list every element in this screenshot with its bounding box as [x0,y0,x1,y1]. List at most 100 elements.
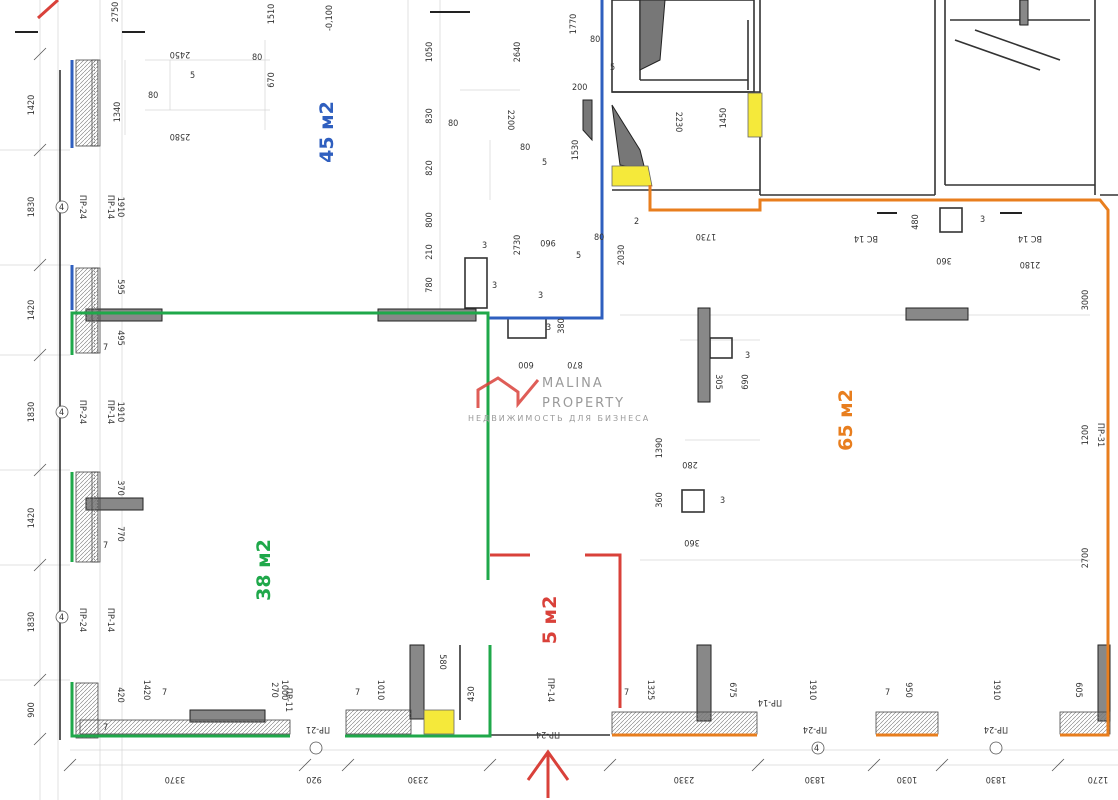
dim-text: 3000 [1081,290,1091,311]
dim-text: 1420 [27,300,37,321]
dim-text: 210 [425,244,435,259]
dim-text: 1325 [645,680,655,701]
malina-logo: MALINA PROPERTY НЕДВИЖИМОСТЬ ДЛЯ БИЗНЕСА [468,376,648,423]
mark-text: 80 [594,233,604,243]
dim-text: 820 [425,160,435,175]
dim-text: 360 [936,255,951,265]
mark-text: 5 [576,251,581,261]
axis-labels: ПР-24 ПР-14 ПР-24 ПР-14 ПР-24 ПР-14 ПР-2… [77,195,1105,739]
dim-text: 370 [115,480,125,495]
dim-text: 1910 [807,680,817,701]
dim-text: 960 [540,237,555,247]
bottom-ticks [63,758,1065,772]
entry-arrow-icon [526,749,570,798]
dim-text: 1420 [27,95,37,116]
dim-text: 675 [727,682,737,697]
dim-text: 1510 [267,4,277,25]
dim-text: 670 [267,72,277,87]
dim-text: 600 [518,359,533,369]
mark-text: 4 [59,408,64,418]
logo-name-line1: MALINA [542,376,604,391]
dim-text: 3370 [165,774,186,784]
dim-text: 1910 [115,402,125,423]
mark-text: 7 [885,688,890,698]
axis-label: ПР-24 [536,729,560,739]
axis-label: ПР-24 [77,608,87,632]
mark-text: 3 [546,323,551,333]
room-38-outline [70,311,492,738]
axis-label: ПР-24 [984,724,1008,734]
dim-text: 1200 [1081,425,1091,446]
logo-name-line2: PROPERTY [542,396,625,411]
mark-text: 7 [103,343,108,353]
area-label-5: 5 м2 [539,596,561,645]
axis-label: ВС 14 [1018,233,1042,243]
dim-text: 2330 [674,774,695,784]
dim-text: 1340 [113,102,123,123]
axis-label: ПР-24 [77,195,87,219]
mark-text: 200 [572,83,587,93]
mark-text: 80 [148,91,158,101]
dim-text: 580 [437,654,447,669]
logo-mark-icon [476,376,540,409]
mark-text: 3 [745,351,750,361]
dim-text: 2700 [1081,548,1091,569]
dim-text: 1530 [571,140,581,161]
left-dimensions: 1420 1830 1420 1830 1420 1830 900 [27,95,37,718]
dim-text: 1830 [986,774,1007,784]
dim-text: 1830 [27,402,37,423]
dim-text: 280 [682,459,697,469]
mark-text: 3 [538,291,543,301]
dim-text: 595 [115,279,125,294]
wall-fills [85,0,1111,723]
bottom-dimensions: 3370 920 2330 2330 1830 1030 1830 1270 [165,774,1109,784]
dim-text: 1000 [279,680,289,701]
dim-text: 2230 [673,112,683,133]
axis-label: ПР-14 [105,608,115,632]
dim-text: 950 [903,682,913,697]
mark-text: 5 [610,63,615,73]
dim-text: 1830 [27,197,37,218]
mark-text: 3 [482,241,487,251]
room-45-outline [70,0,604,320]
dim-text: 1420 [27,508,37,529]
mark-text: 7 [624,688,629,698]
dim-text: 1010 [375,680,385,701]
room-65-outline [612,185,1110,737]
mark-text: 80 [520,143,530,153]
dim-text: 1730 [696,231,717,241]
mark-text: 3 [720,496,725,506]
axis-label: ПР-24 [803,724,827,734]
axis-label: ПР-21 [306,724,330,734]
dim-text: 2730 [513,235,523,256]
small-marks: 5 5 5 5 3 3 3 3 3 3 3 80 80 80 80 80 80 … [59,35,985,754]
dim-text: 305 [713,374,723,389]
mark-text: 2 [634,217,639,227]
mark-text: 5 [190,71,195,81]
room-5-outline [490,553,622,708]
mark-text: 4 [59,613,64,623]
mark-text: 80 [448,119,458,129]
exterior-walls [75,59,1111,739]
dim-text: 780 [425,277,435,292]
dim-text: 2180 [1020,259,1041,269]
dim-text: 1050 [425,42,435,63]
area-label-65: 65 м2 [835,389,857,451]
mark-text: 4 [814,744,819,754]
dim-text: 1910 [115,197,125,218]
mid-dimensions: 960 870 1390 280 360 360 690 305 360 480… [115,197,1091,703]
dim-text: 2030 [617,245,627,266]
dim-text: 1030 [897,774,918,784]
section-marks [15,11,1022,214]
dim-text: 605 [1073,682,1083,697]
axis-label: ПР-31 [1095,423,1105,447]
dim-text: 1830 [805,774,826,784]
top-dimensions: 2750 1510 2450 670 1340 2580 1050 830 82… [111,2,729,293]
mark-text: 4 [59,203,64,213]
dim-text: 360 [655,492,665,507]
dim-text: 690 [741,374,751,389]
dim-text: 495 [115,330,125,345]
building-structure [59,0,1118,740]
mark-text: 7 [103,541,108,551]
mark-text: 7 [355,688,360,698]
